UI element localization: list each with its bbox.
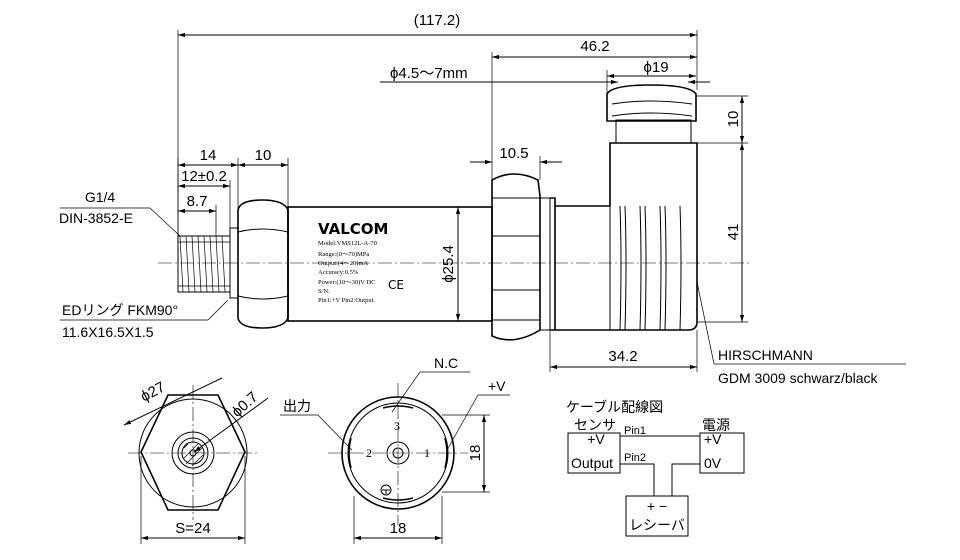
dim-hex-diameter: ϕ27 (138, 379, 168, 406)
ce-mark: CE (388, 278, 404, 292)
body-accuracy: Accuracy:0.5% (318, 269, 359, 276)
wiring-sensor-label: センサ (574, 417, 616, 433)
pin-face-center (386, 441, 410, 465)
body-label: VALCOM Model:VMS12L-A-70 Range:(0～70)MPa… (318, 220, 404, 304)
pin-slot-1 (444, 437, 448, 469)
body-power: Power:(10～30)V DC (318, 279, 375, 286)
sensor-box (567, 432, 621, 474)
body-brand: VALCOM (318, 220, 388, 238)
wire-pin2-label: Pin2 (624, 452, 646, 464)
side-dimensions: (117.2) 46.2 ϕ4.5～7mm ϕ19 10 41 10.5 ϕ25… (59, 12, 906, 386)
label-connector-model: GDM 3009 schwarz/black (718, 370, 879, 386)
pin-view: 2 1 3 18 18 出力 N.C +V (280, 355, 510, 544)
pin-slot-2 (348, 437, 352, 469)
label-oring-size: 11.6X16.5X1.5 (62, 324, 154, 340)
wiring-title: ケーブル配線図 (566, 399, 663, 415)
label-oring: EDリング FKM90° (62, 302, 178, 318)
dim-cable-diameter: ϕ4.5～7mm (390, 65, 468, 82)
power-box (699, 432, 745, 474)
body-range: Range:(0～70)MPa (318, 251, 369, 258)
label-thread: G1/4 (85, 189, 116, 205)
body-output: Output:(4～20)mA (318, 260, 368, 267)
body-sn: S/N: (318, 288, 330, 295)
hex-end-view: ϕ27 ϕ0.7 S=24 (123, 377, 269, 544)
receiver-box (625, 495, 689, 537)
body-model: Model:VMS12L-A-70 (318, 240, 377, 247)
wiring-power-label: 電源 (702, 417, 730, 433)
dim-connector-height: 41 (725, 224, 742, 241)
union-nut (491, 173, 541, 341)
pin-2-label: 2 (366, 446, 372, 460)
receiver-plus-minus: + − (647, 498, 667, 514)
dim-pin-square-h: 18 (467, 445, 484, 462)
dim-thread-12: 12±0.2 (181, 168, 227, 185)
orifice (189, 449, 197, 457)
side-view: VALCOM Model:VMS12L-A-70 Range:(0～70)MPa… (158, 84, 752, 341)
pin-slot-3 (382, 405, 414, 409)
dim-pin-square-w: 18 (390, 520, 407, 537)
power-0v: 0V (704, 455, 722, 471)
hex-nut (237, 199, 289, 329)
receiver-label: レシーバ (629, 517, 685, 533)
pin-3-label: 3 (394, 419, 400, 433)
sensor-plus-v: +V (587, 431, 605, 447)
dim-orifice: ϕ0.7 (228, 389, 261, 421)
wire-0v (671, 463, 700, 496)
dim-thread-length: 14 (200, 147, 217, 164)
dim-screw-height: 10 (725, 111, 742, 128)
union-collar (539, 197, 551, 331)
cable-gland (606, 84, 697, 144)
sensor-output: Output (571, 455, 613, 471)
wire-pin2 (620, 463, 655, 496)
pin-1-label: 1 (424, 446, 430, 460)
port-outer (171, 431, 215, 475)
label-thread-std: DIN-3852-E (59, 210, 133, 226)
dim-connector-length: 46.2 (580, 38, 609, 55)
body-pins: Pin1:+V Pin2:Output (318, 297, 374, 304)
ground-symbol (380, 484, 392, 496)
dim-connector-body-length: 34.2 (608, 348, 637, 365)
label-connector-brand: HIRSCHMANN (718, 347, 813, 363)
hex-chamfer-circle (138, 398, 248, 508)
thread (177, 235, 231, 293)
dim-hex-length: 10 (255, 147, 272, 164)
wire-pin1-label: Pin1 (624, 425, 646, 437)
label-nc: N.C (434, 355, 458, 371)
dim-nut-width: 10.5 (499, 145, 528, 162)
label-plus-v: +V (488, 378, 506, 394)
pin-slot-ground (382, 497, 414, 501)
hex-outline (140, 394, 246, 511)
wiring-diagram: ケーブル配線図 センサ 電源 +V Output +V 0V Pin1 Pin2… (566, 399, 745, 537)
dim-overall-length: (117.2) (414, 12, 460, 29)
pin-face-outer (341, 396, 455, 510)
power-plus-v: +V (704, 431, 722, 447)
dim-body-diameter: ϕ25.4 (440, 245, 457, 283)
dim-screw-diameter: ϕ19 (643, 59, 668, 76)
dim-hex-size: S=24 (175, 520, 210, 537)
label-output: 出力 (283, 398, 311, 414)
dim-thread-87: 8.7 (187, 193, 208, 210)
connector-housing (550, 142, 698, 331)
